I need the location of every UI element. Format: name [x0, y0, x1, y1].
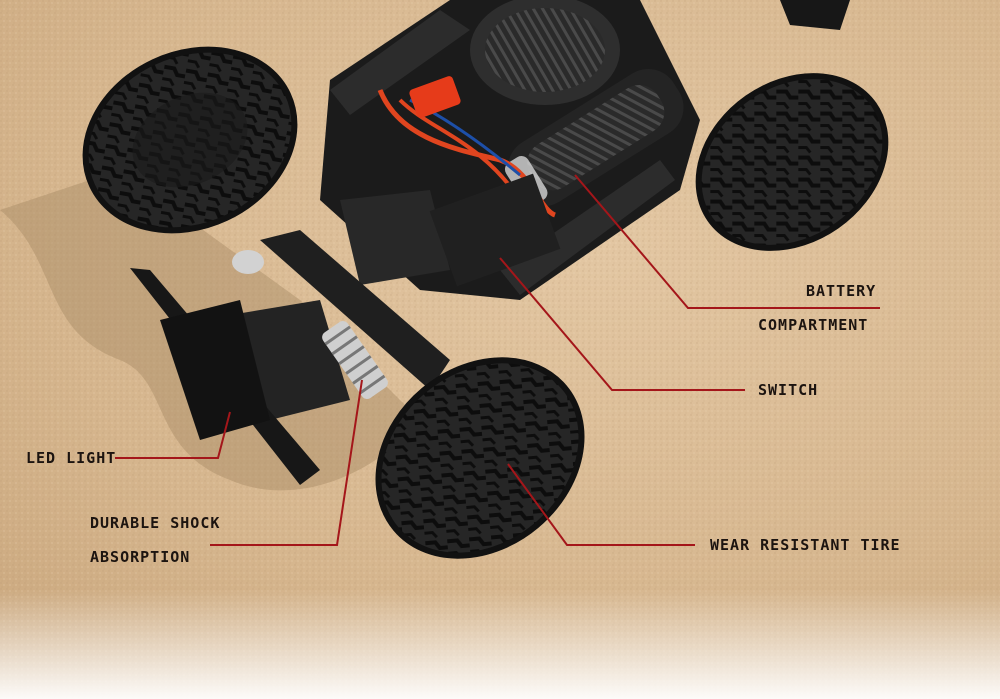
led-leader-line: [115, 411, 231, 459]
side-rail: [330, 10, 470, 115]
battery-label-line2: COMPARTMENT: [758, 316, 869, 334]
shock-absorber: [322, 320, 388, 400]
rear-left-tire: [82, 46, 298, 234]
front-tire: [375, 357, 585, 559]
orange-wire-2: [398, 98, 522, 202]
receiver-box: [340, 190, 450, 285]
power-connector: [409, 76, 461, 118]
tire-leader-line: [507, 463, 695, 546]
leader-lines: [115, 174, 880, 546]
led-lamp: [232, 250, 264, 274]
battery-label-line1: BATTERY: [806, 282, 877, 300]
battery-leader-line: [574, 174, 880, 309]
led-light-label: LED LIGHT: [26, 449, 117, 467]
shock-label-line2: ABSORPTION: [90, 548, 191, 566]
switch-label: SWITCH: [758, 381, 819, 399]
rear-right-tire: [695, 73, 889, 251]
lower-rail: [500, 160, 675, 295]
bottom-fade: [0, 590, 1000, 699]
shock-leader-line: [210, 379, 363, 546]
rear-bumper: [780, 0, 850, 30]
esc-box: [429, 173, 561, 287]
motor: [470, 0, 620, 105]
front-axle-arm: [260, 230, 450, 390]
shock-label-line1: DURABLE SHOCK: [90, 514, 221, 532]
tire-label: WEAR RESISTANT TIRE: [710, 536, 901, 554]
switch-leader-line: [499, 257, 745, 391]
bumper-plate: [160, 300, 270, 440]
